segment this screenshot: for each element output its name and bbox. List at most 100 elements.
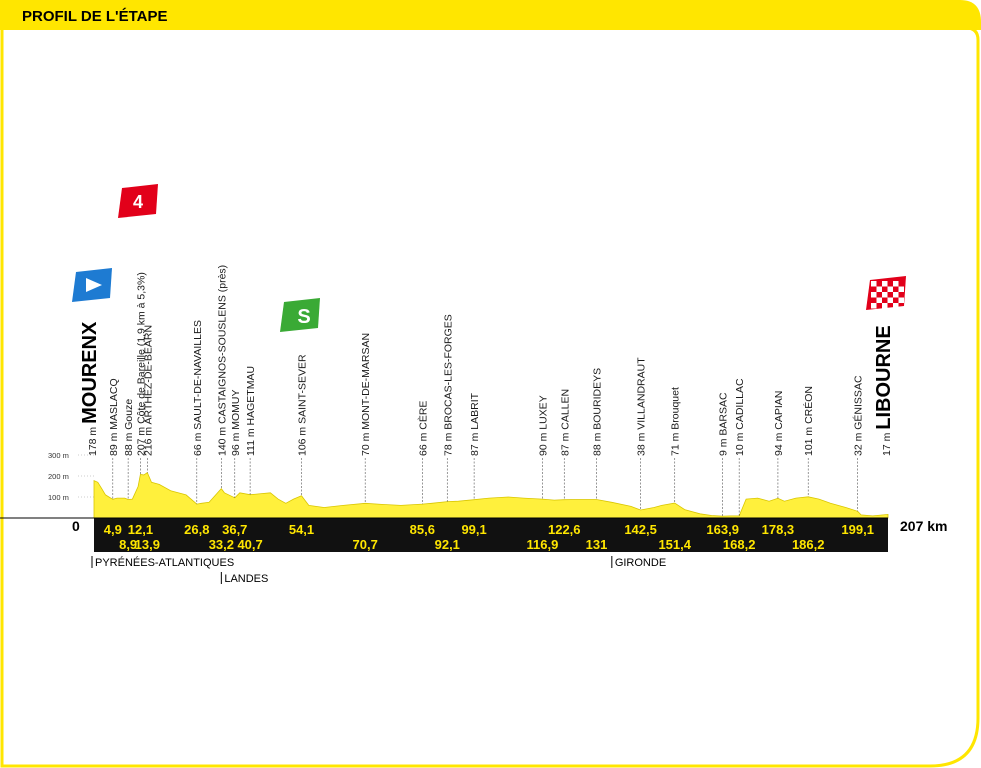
region-label: GIRONDE [615, 557, 666, 569]
axis-start-label: 0 [72, 518, 80, 534]
km-band-top [94, 518, 888, 538]
km-label: 12,1 [128, 522, 153, 537]
place-label: 88 m Gouze [123, 399, 135, 456]
km-label: 85,6 [410, 522, 435, 537]
place-label: 87 m LABRIT [469, 392, 481, 456]
climb-category-label: 4 [133, 192, 143, 212]
place-label-text: 89 m MASLACQ [108, 378, 120, 456]
place-label-text: 71 m Brouquet [670, 387, 682, 456]
title-banner [0, 0, 981, 30]
km-label: 36,7 [222, 522, 247, 537]
place-label: 66 m SAULT-DE-NAVAILLES [192, 320, 204, 456]
place-label: 9 m BARSAC [718, 392, 730, 456]
sprint-icon: S [280, 298, 320, 332]
place-label: 88 m BOURIDEYS [591, 368, 603, 456]
climb-category-icon: 4 [118, 184, 158, 218]
km-labels: 4,98,912,113,9 26,833,236,740,7 54,1 70,7 85… [104, 522, 874, 552]
km-label: 92,1 [435, 537, 460, 552]
place-label: 101 m CRÉON [802, 386, 815, 456]
place-label: 87 m CALLEN [559, 389, 571, 456]
place-label-text: 106 m SAINT-SEVER [297, 354, 309, 456]
place-label-text: 66 m SAULT-DE-NAVAILLES [192, 320, 204, 456]
chart-title: PROFIL DE L'ÉTAPE [22, 8, 168, 25]
km-label: 142,5 [624, 522, 657, 537]
markers: 4S [72, 184, 906, 332]
km-band-bottom [94, 538, 888, 552]
regions: PYRÉNÉES-ATLANTIQUES LANDES GIRONDE [91, 556, 666, 585]
y-tick-label: 300 m [48, 451, 69, 460]
km-label: 99,1 [461, 522, 486, 537]
place-label: 207 m Côte de Bareille (1,9 km à 5,3%) [135, 272, 147, 456]
place-label-text: 9 m BARSAC [718, 392, 730, 456]
leader-lines [112, 458, 858, 517]
km-label: 26,8 [184, 522, 209, 537]
place-label: 17 m LIBOURNE [873, 325, 895, 456]
km-label: 13,9 [135, 537, 160, 552]
place-label: 90 m LUXEY [537, 395, 549, 456]
km-label: 186,2 [792, 537, 825, 552]
km-label: 178,3 [762, 522, 795, 537]
y-tick-label: 200 m [48, 472, 69, 481]
region-label: LANDES [224, 573, 268, 585]
place-label: 89 m MASLACQ [108, 378, 120, 456]
place-label: 106 m SAINT-SEVER [297, 354, 309, 456]
km-label: 54,1 [289, 522, 314, 537]
place-label-text: 88 m Gouze [123, 399, 135, 456]
km-label: 40,7 [237, 537, 262, 552]
km-label: 131 [586, 537, 608, 552]
axis-end-label: 207 km [900, 518, 947, 534]
place-label: 78 m BROCAS-LES-FORGES [442, 314, 454, 456]
km-label: 122,6 [548, 522, 581, 537]
km-label: 8,9 [119, 537, 137, 552]
km-label: 4,9 [104, 522, 122, 537]
km-label: 151,4 [658, 537, 691, 552]
place-label-elevation: 17 m LIBOURNE [873, 325, 895, 456]
km-label: 70,7 [353, 537, 378, 552]
place-label-text: 66 m CÈRE [416, 401, 429, 456]
place-label-text: 140 m CASTAIGNOS-SOUSLENS (près) [216, 265, 228, 456]
place-label-text: 78 m BROCAS-LES-FORGES [442, 314, 454, 456]
place-label-text: 88 m BOURIDEYS [591, 368, 603, 456]
place-label-text: 96 m MOMUY [230, 389, 242, 456]
place-label-text: 87 m CALLEN [559, 389, 571, 456]
elevation-area [93, 471, 889, 519]
y-tick-label: 100 m [48, 493, 69, 502]
place-label-text: 101 m CRÉON [802, 386, 815, 456]
place-label-elevation: 178 m MOURENX [79, 321, 101, 456]
place-label: 71 m Brouquet [670, 387, 682, 456]
place-label-text: 10 m CADILLAC [734, 378, 746, 456]
place-label: 96 m MOMUY [230, 389, 242, 456]
place-label-text: 90 m LUXEY [537, 395, 549, 456]
checkered-flag-icon [866, 276, 906, 310]
place-label: 10 m CADILLAC [734, 378, 746, 456]
km-label: 199,1 [841, 522, 874, 537]
km-label: 168,2 [723, 537, 756, 552]
place-label-text: 38 m VILLANDRAUT [636, 357, 648, 456]
place-label-text: 111 m HAGETMAU [245, 366, 257, 456]
start-flag-icon [72, 268, 112, 302]
km-label: 33,2 [209, 537, 234, 552]
place-label: 38 m VILLANDRAUT [636, 357, 648, 456]
sprint-label: S [297, 306, 310, 328]
place-label-text: 216 m ARTHEZ-DE-BÉARN [141, 325, 154, 456]
place-label: 216 m ARTHEZ-DE-BÉARN [141, 325, 154, 456]
place-label-text: 32 m GÉNISSAC [852, 375, 865, 456]
place-label: 140 m CASTAIGNOS-SOUSLENS (près) [216, 265, 228, 456]
place-label-text: 94 m CAPIAN [773, 391, 785, 456]
place-label: 32 m GÉNISSAC [852, 375, 865, 456]
km-label: 116,9 [526, 537, 558, 552]
place-label: 66 m CÈRE [416, 401, 429, 456]
region-label: PYRÉNÉES-ATLANTIQUES [95, 556, 234, 569]
place-label: 70 m MONT-DE-MARSAN [360, 333, 372, 456]
place-label: 111 m HAGETMAU [245, 366, 257, 456]
place-label-text: 207 m Côte de Bareille (1,9 km à 5,3%) [135, 272, 147, 456]
place-label: 178 m MOURENX [79, 321, 101, 456]
km-label: 163,9 [706, 522, 739, 537]
place-label-text: 87 m LABRIT [469, 392, 481, 456]
place-label-text: 70 m MONT-DE-MARSAN [360, 333, 372, 456]
place-label: 94 m CAPIAN [773, 391, 785, 456]
y-axis: 100 m 200 m 300 m [48, 451, 94, 502]
